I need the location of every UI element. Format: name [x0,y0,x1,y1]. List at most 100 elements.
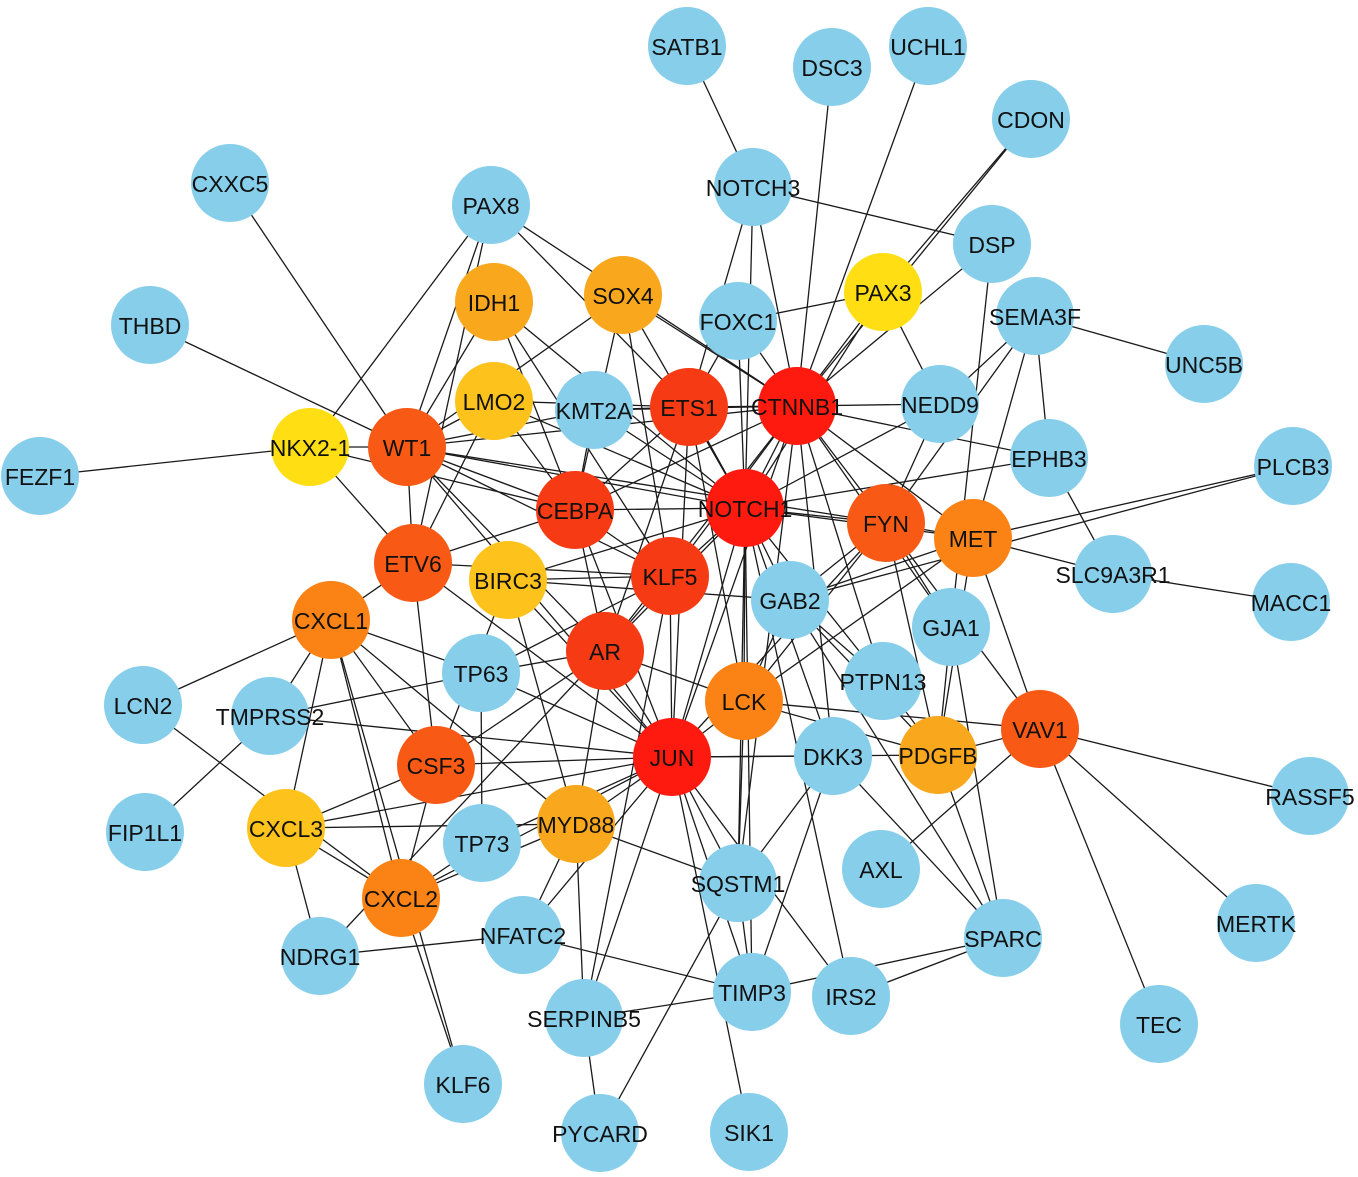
node-circle-lcn2[interactable] [104,666,182,744]
node-vav1[interactable]: VAV1 [1001,690,1079,768]
node-circle-dkk3[interactable] [794,717,872,795]
node-circle-lck[interactable] [705,662,783,740]
node-kmt2a[interactable]: KMT2A [555,371,633,449]
node-axl[interactable]: AXL [842,830,920,908]
node-lck[interactable]: LCK [705,662,783,740]
node-circle-cxcl3[interactable] [247,789,325,867]
node-sox4[interactable]: SOX4 [584,256,662,334]
node-met[interactable]: MET [934,499,1012,577]
node-cdon[interactable]: CDON [992,80,1070,158]
node-circle-notch3[interactable] [714,148,792,226]
node-idh1[interactable]: IDH1 [455,263,533,341]
node-mertk[interactable]: MERTK [1216,884,1297,962]
node-circle-ptpn13[interactable] [844,642,922,720]
node-tp63[interactable]: TP63 [442,634,520,712]
node-plcb3[interactable]: PLCB3 [1254,427,1332,505]
node-ndrg1[interactable]: NDRG1 [280,917,361,995]
node-circle-pycard[interactable] [561,1094,639,1172]
node-circle-sema3f[interactable] [996,277,1074,355]
node-gab2[interactable]: GAB2 [751,561,829,639]
node-circle-cxxc5[interactable] [191,144,269,222]
node-circle-pax8[interactable] [452,166,530,244]
node-circle-plcb3[interactable] [1254,427,1332,505]
node-circle-nedd9[interactable] [901,365,979,443]
node-macc1[interactable]: MACC1 [1251,563,1332,641]
node-circle-tec[interactable] [1120,985,1198,1063]
node-slc9a3r1[interactable]: SLC9A3R1 [1055,535,1171,613]
node-dkk3[interactable]: DKK3 [794,717,872,795]
node-pdgfb[interactable]: PDGFB [898,716,978,794]
node-cxcl3[interactable]: CXCL3 [247,789,325,867]
node-circle-kmt2a[interactable] [555,371,633,449]
node-circle-jun[interactable] [633,718,711,796]
node-notch1[interactable]: NOTCH1 [698,469,793,547]
node-circle-klf6[interactable] [424,1045,502,1123]
node-circle-dsc3[interactable] [793,28,871,106]
node-circle-pdgfb[interactable] [899,716,977,794]
node-fyn[interactable]: FYN [847,484,925,562]
node-circle-met[interactable] [934,499,1012,577]
node-circle-sox4[interactable] [584,256,662,334]
node-circle-gab2[interactable] [751,561,829,639]
node-serpinb5[interactable]: SERPINB5 [527,979,641,1057]
node-circle-dsp[interactable] [953,205,1031,283]
node-timp3[interactable]: TIMP3 [713,953,791,1031]
node-circle-sik1[interactable] [710,1093,788,1171]
node-circle-nfatc2[interactable] [484,896,562,974]
node-lcn2[interactable]: LCN2 [104,666,182,744]
node-circle-ndrg1[interactable] [281,917,359,995]
node-etv6[interactable]: ETV6 [374,524,452,602]
node-circle-uchl1[interactable] [889,7,967,85]
node-ephb3[interactable]: EPHB3 [1010,419,1088,497]
node-cxcl1[interactable]: CXCL1 [292,581,370,659]
node-ar[interactable]: AR [566,612,644,690]
node-circle-myd88[interactable] [537,785,615,863]
node-irs2[interactable]: IRS2 [812,957,890,1035]
node-circle-gja1[interactable] [912,588,990,666]
node-rassf5[interactable]: RASSF5 [1265,757,1355,835]
node-circle-cdon[interactable] [992,80,1070,158]
node-circle-ar[interactable] [566,612,644,690]
node-uchl1[interactable]: UCHL1 [889,7,967,85]
node-circle-unc5b[interactable] [1165,325,1243,403]
node-circle-foxc1[interactable] [699,282,777,360]
node-circle-timp3[interactable] [713,953,791,1031]
node-cxcl2[interactable]: CXCL2 [362,859,440,937]
node-satb1[interactable]: SATB1 [648,7,726,85]
node-gja1[interactable]: GJA1 [912,588,990,666]
node-csf3[interactable]: CSF3 [397,726,475,804]
node-nfatc2[interactable]: NFATC2 [480,896,566,974]
node-sema3f[interactable]: SEMA3F [989,277,1081,355]
node-tec[interactable]: TEC [1120,985,1198,1063]
node-circle-serpinb5[interactable] [545,979,623,1057]
node-circle-sqstm1[interactable] [699,844,777,922]
node-circle-wt1[interactable] [368,408,446,486]
node-circle-lmo2[interactable] [455,362,533,440]
node-circle-birc3[interactable] [469,541,547,619]
node-cxxc5[interactable]: CXXC5 [191,144,269,222]
node-cebpa[interactable]: CEBPA [536,471,614,549]
node-circle-fip1l1[interactable] [106,793,184,871]
node-nkx2-1[interactable]: NKX2-1 [270,408,351,486]
node-ptpn13[interactable]: PTPN13 [840,642,927,720]
node-lmo2[interactable]: LMO2 [455,362,533,440]
node-klf5[interactable]: KLF5 [631,537,709,615]
node-circle-thbd[interactable] [111,286,189,364]
node-circle-vav1[interactable] [1001,690,1079,768]
node-nedd9[interactable]: NEDD9 [901,365,979,443]
node-circle-fezf1[interactable] [1,437,79,515]
node-pycard[interactable]: PYCARD [552,1094,648,1172]
node-circle-ets1[interactable] [650,368,728,446]
node-dsp[interactable]: DSP [953,205,1031,283]
node-foxc1[interactable]: FOXC1 [699,282,777,360]
node-circle-macc1[interactable] [1252,563,1330,641]
node-thbd[interactable]: THBD [111,286,189,364]
node-circle-pax3[interactable] [844,253,922,331]
node-circle-satb1[interactable] [648,7,726,85]
node-birc3[interactable]: BIRC3 [469,541,547,619]
node-circle-notch1[interactable] [706,469,784,547]
node-circle-tmprss2[interactable] [231,677,309,755]
node-circle-cebpa[interactable] [536,471,614,549]
node-circle-cxcl1[interactable] [292,581,370,659]
node-circle-axl[interactable] [842,830,920,908]
